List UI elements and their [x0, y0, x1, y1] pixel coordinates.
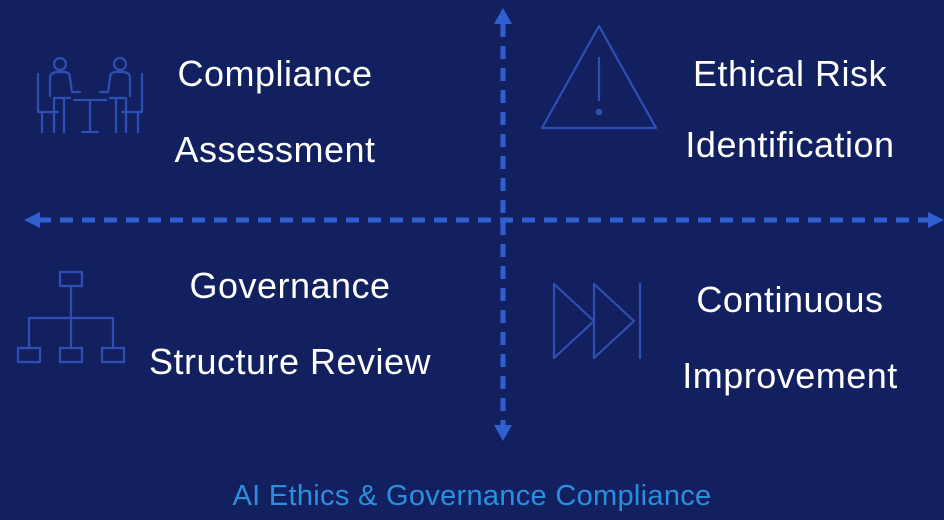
right-arrowhead: [928, 212, 944, 228]
horizontal-axis: [24, 212, 944, 228]
down-arrowhead: [494, 425, 512, 441]
governance-structure-line1: Governance: [189, 265, 391, 306]
warning-triangle-icon: [540, 24, 658, 130]
left-arrowhead: [24, 212, 40, 228]
compliance-assessment-line2: Assessment: [174, 129, 376, 170]
fast-forward-end-icon: [552, 282, 642, 360]
up-arrowhead: [494, 8, 512, 24]
ethical-risk-line2: Identification: [685, 124, 895, 165]
continuous-improvement-line1: Continuous: [696, 279, 884, 320]
vertical-axis: [494, 8, 512, 441]
continuous-improvement-line2: Improvement: [682, 355, 898, 396]
diagram-title: AI Ethics & Governance Compliance: [232, 480, 712, 512]
ethical-risk-line1: Ethical Risk: [692, 53, 888, 94]
governance-structure-line2: Structure Review: [148, 341, 432, 382]
org-hierarchy-icon: [16, 270, 126, 364]
compliance-assessment-line1: Compliance: [177, 53, 373, 94]
meeting-people-table-icon: [36, 56, 144, 134]
